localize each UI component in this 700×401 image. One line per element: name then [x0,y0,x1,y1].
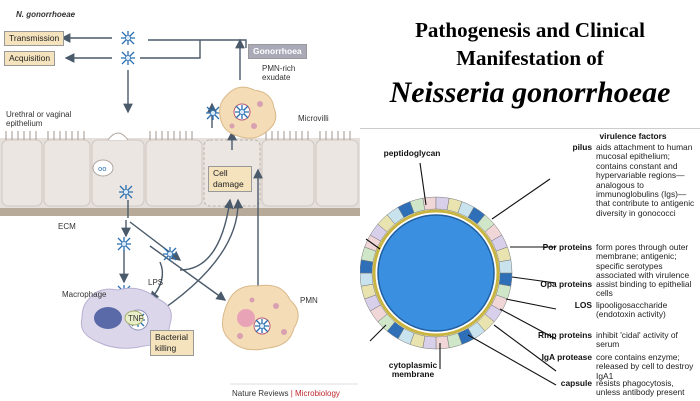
membrane-segment [360,272,374,287]
ecm-label: ECM [58,222,76,231]
factor-desc-rmp: inhibit 'cidal' activity of serum [596,330,678,350]
cytoplasmic-membrane-label: cytoplasmic membrane [388,360,438,380]
transmission-box: Transmission [4,31,65,46]
factor-name-los: LOS [574,300,592,310]
title-line-2: Manifestation of [456,46,604,70]
cytoplasm-circle [377,214,495,332]
peptidoglycan-ring [372,209,500,337]
bacterial-killing-box: Bacterial killing [150,330,194,356]
microvilli-label: Microvilli [298,114,329,123]
factor-desc-pilus: aids attachment to human mucosal epithel… [596,142,695,218]
factor-desc-por: form pores through outer membrane; antig… [596,242,690,281]
virulence-factors-diagram: peptidoglycan cytoplasmic membrane virul… [360,128,700,401]
pmn-cell [222,284,299,351]
peptidoglycan-label: peptidoglycan [383,148,441,158]
cell-damage-box: Cell damage [208,166,252,192]
pmn-exudate-label: PMN-rich exudate [262,64,296,82]
factor-name-opa: Opa proteins [540,279,592,289]
title-line-3: Neisseria gonorrhoeae [389,76,671,109]
title-line-1: Pathogenesis and Clinical [415,18,645,42]
factor-desc-iga: core contains enzyme; released by cell t… [596,352,694,381]
pointer-lines [365,162,557,386]
lps-label: LPS [148,278,164,287]
pathogenesis-illustration: oo [0,30,360,385]
cell-envelope-illustration [360,162,557,386]
factor-name-iga: IgA protease [541,352,592,362]
factor-name-capsule: capsule [560,378,592,388]
factor-desc-capsule: resists phagocytosis, unless antibody pr… [596,378,685,398]
tnf-label: TNF [128,314,144,323]
species-label: N. gonorrhoeae [16,10,76,19]
ecm-layer [0,208,360,216]
membrane-segment [435,335,450,350]
credit-separator: | [290,389,293,398]
factor-name-por: Por proteins [542,242,592,252]
svg-text:oo: oo [98,165,107,173]
acquisition-box: Acquisition [4,51,56,66]
factor-desc-opa: assist binding to epithelial cells [596,279,692,299]
factor-name-pilus: pilus [572,142,592,152]
membrane-segment [498,259,513,274]
credit-section: Microbiology [295,389,340,398]
virulence-factors-heading: virulence factors [599,131,667,141]
pmn-exudate-cell [219,86,277,139]
title-block: Pathogenesis and Clinical Manifestation … [362,8,698,128]
epithelium-label: Urethral or vaginal epithelium [6,110,72,128]
gonorrhoea-box: Gonorrhoea [248,44,307,59]
factor-desc-los: lipooligosaccharide (endotoxin activity) [596,300,668,320]
pathogenesis-diagram: oo [0,10,360,398]
credit-line: Nature Reviews | Microbiology [232,389,340,398]
factor-name-rmp: Rmp proteins [538,330,592,340]
credit-journal: Nature Reviews [232,389,289,398]
macrophage-label: Macrophage [62,290,107,299]
pmn-label: PMN [300,296,318,305]
epithelium-layer: oo [0,131,360,208]
